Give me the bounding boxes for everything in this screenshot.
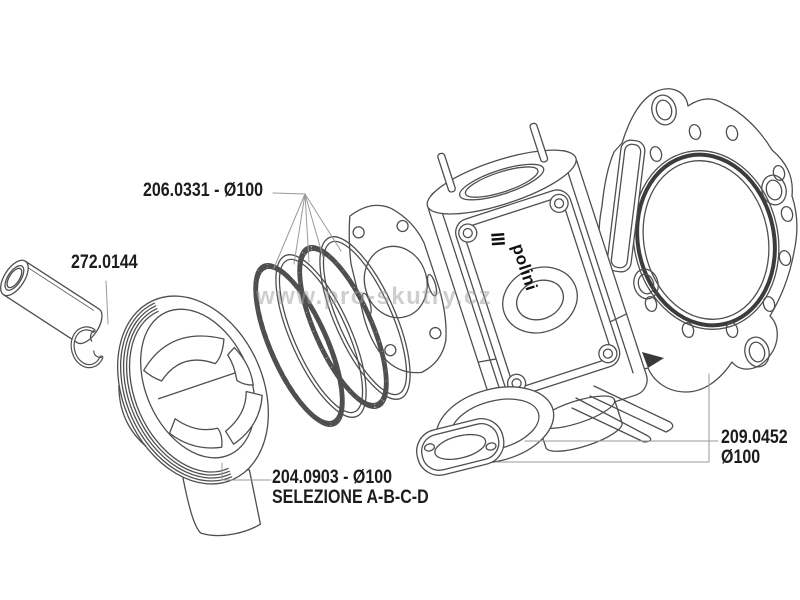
leader-gasket-set-2 bbox=[496, 373, 710, 463]
label-circlip-text: 272.0144 bbox=[71, 251, 138, 273]
head-gasket-bolt-holes bbox=[644, 123, 794, 339]
label-gasket-set-line1: 209.0452 bbox=[721, 426, 788, 448]
piston-valve-pockets bbox=[143, 335, 263, 449]
label-piston-rings-text: 206.0331 - Ø100 bbox=[143, 179, 264, 201]
cylinder-bore bbox=[459, 163, 545, 201]
piston-groove bbox=[119, 302, 233, 482]
cylinder-studs-bottom bbox=[571, 385, 674, 443]
head-gasket-slot bbox=[606, 139, 646, 273]
watermark: www.pro-skutry.cz bbox=[256, 283, 493, 310]
cylinder-studs-top bbox=[437, 122, 549, 193]
exhaust-gasket-hole bbox=[485, 442, 497, 451]
cylinder: polini bbox=[426, 122, 674, 464]
piston-ring-2 bbox=[275, 254, 367, 418]
piston-ring-4 bbox=[319, 236, 411, 400]
label-piston-line1: 204.0903 - Ø100 bbox=[272, 466, 393, 488]
label-piston: 204.0903 - Ø100 SELEZIONE A-B-C-D bbox=[272, 467, 429, 507]
label-piston-rings: 206.0331 - Ø100 bbox=[143, 180, 263, 200]
piston-pin bbox=[0, 259, 103, 345]
leader-circlip bbox=[105, 280, 109, 325]
head-gasket-grommets bbox=[633, 94, 787, 368]
label-piston-line2: SELEZIONE A-B-C-D bbox=[272, 486, 429, 508]
head-gasket bbox=[598, 88, 798, 393]
piston-ring-1 bbox=[253, 263, 345, 427]
label-circlip: 272.0144 bbox=[71, 252, 138, 272]
leader-piston bbox=[221, 462, 272, 481]
piston-pin-boss bbox=[118, 385, 147, 447]
exhaust-gasket bbox=[416, 418, 505, 476]
cylinder-boss bbox=[502, 266, 578, 334]
piston-ring-set bbox=[253, 236, 411, 427]
piston-skirt bbox=[180, 468, 262, 537]
leader-lines bbox=[105, 192, 719, 481]
leader-rings bbox=[272, 192, 306, 195]
cylinder-deck bbox=[426, 149, 577, 215]
label-gasket-set-line2: Ø100 bbox=[721, 446, 761, 468]
base-gasket-bore bbox=[363, 245, 428, 319]
cylinder-arrow-mark bbox=[642, 352, 664, 368]
piston bbox=[116, 295, 270, 537]
circlip bbox=[70, 326, 104, 369]
exhaust-gasket-hole bbox=[423, 443, 436, 452]
exhaust-gasket-port bbox=[434, 433, 487, 461]
head-gasket-bore bbox=[632, 150, 780, 330]
label-gasket-set: 209.0452 Ø100 bbox=[721, 427, 788, 467]
